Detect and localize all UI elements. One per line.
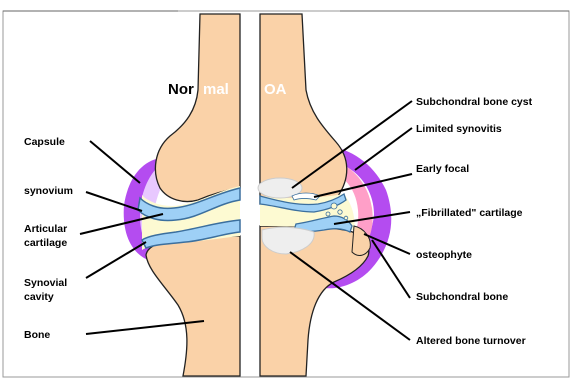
title-normal-b: mal (203, 81, 229, 98)
label-synovium: synovium (24, 185, 73, 197)
label-subchondral-bone: Subchondral bone (416, 291, 508, 303)
label-capsule: Capsule (24, 136, 65, 148)
label-fibrillated: „Fibrillated" cartilage (416, 207, 523, 219)
label-synovial-1: Synovial (24, 277, 67, 289)
label-altered-turnover: Altered bone turnover (416, 335, 526, 347)
label-limited-synovitis: Limited synovitis (416, 123, 502, 135)
label-early-focal: Early focal (416, 163, 469, 175)
label-articular-1: Articular (24, 223, 67, 235)
label-osteophyte: osteophyte (416, 249, 472, 261)
title-normal-a: Nor (168, 81, 194, 98)
label-bone: Bone (24, 329, 50, 341)
label-articular-2: cartilage (24, 237, 67, 249)
title-oa: OA (264, 81, 287, 98)
label-subchondral-cyst: Subchondral bone cyst (416, 96, 533, 108)
label-synovial-2: cavity (24, 291, 54, 303)
